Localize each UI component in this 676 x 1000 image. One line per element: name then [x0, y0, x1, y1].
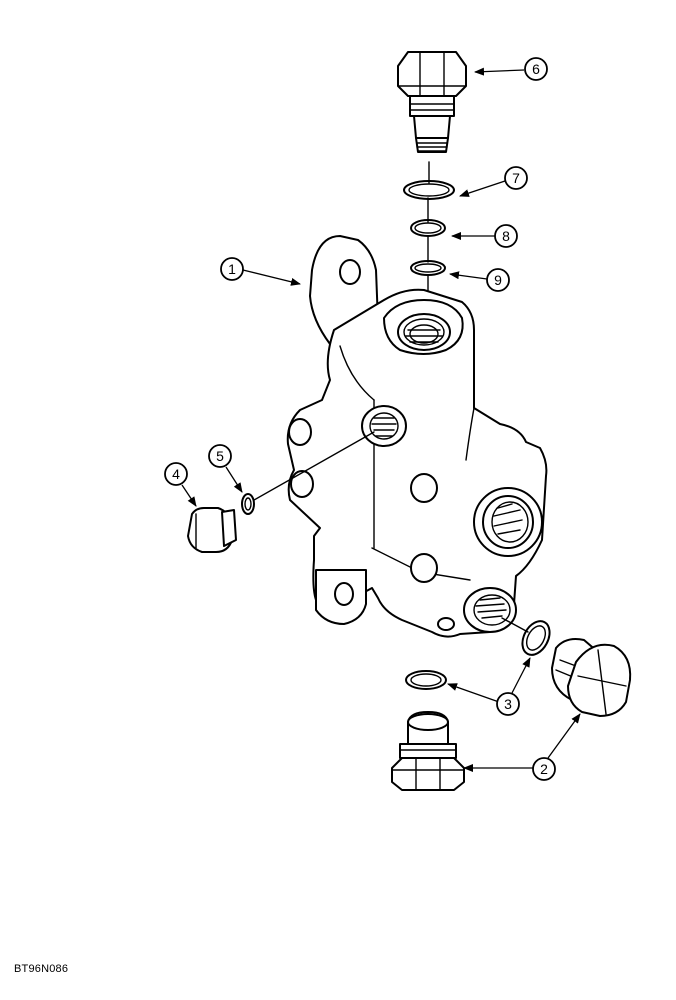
callout-8-label: 8 — [502, 228, 510, 244]
callout-7-label: 7 — [512, 170, 520, 186]
figure-code: BT96N086 — [14, 963, 69, 975]
callout-3 — [496, 692, 520, 716]
callout-6-label: 6 — [532, 61, 540, 77]
part-1-valve-body — [286, 235, 548, 638]
callout-1 — [220, 257, 244, 281]
part-2-plug-bottom — [391, 711, 465, 791]
part-2-plug-right — [551, 638, 632, 717]
callout-1-label: 1 — [228, 261, 236, 277]
callout-5 — [208, 444, 232, 468]
callout-4 — [164, 462, 188, 486]
part-6-plug — [397, 51, 467, 153]
callout-8 — [494, 224, 518, 248]
part-3-rings — [405, 617, 551, 690]
callout-9 — [486, 268, 510, 292]
callout-2-label: 2 — [540, 761, 548, 777]
callout-3-label: 3 — [504, 696, 512, 712]
callout-9-label: 9 — [494, 272, 502, 288]
callout-6 — [524, 57, 548, 81]
part-7-ring — [403, 161, 455, 200]
part-5-ring — [241, 431, 375, 515]
part-4-plug — [187, 507, 237, 553]
callout-7 — [504, 166, 528, 190]
callout-5-label: 5 — [216, 448, 224, 464]
callout-4-label: 4 — [172, 466, 180, 482]
part-8-ring — [410, 197, 446, 237]
callout-group: 1 6 7 8 9 4 5 3 2 — [164, 57, 581, 781]
callout-2 — [532, 757, 556, 781]
